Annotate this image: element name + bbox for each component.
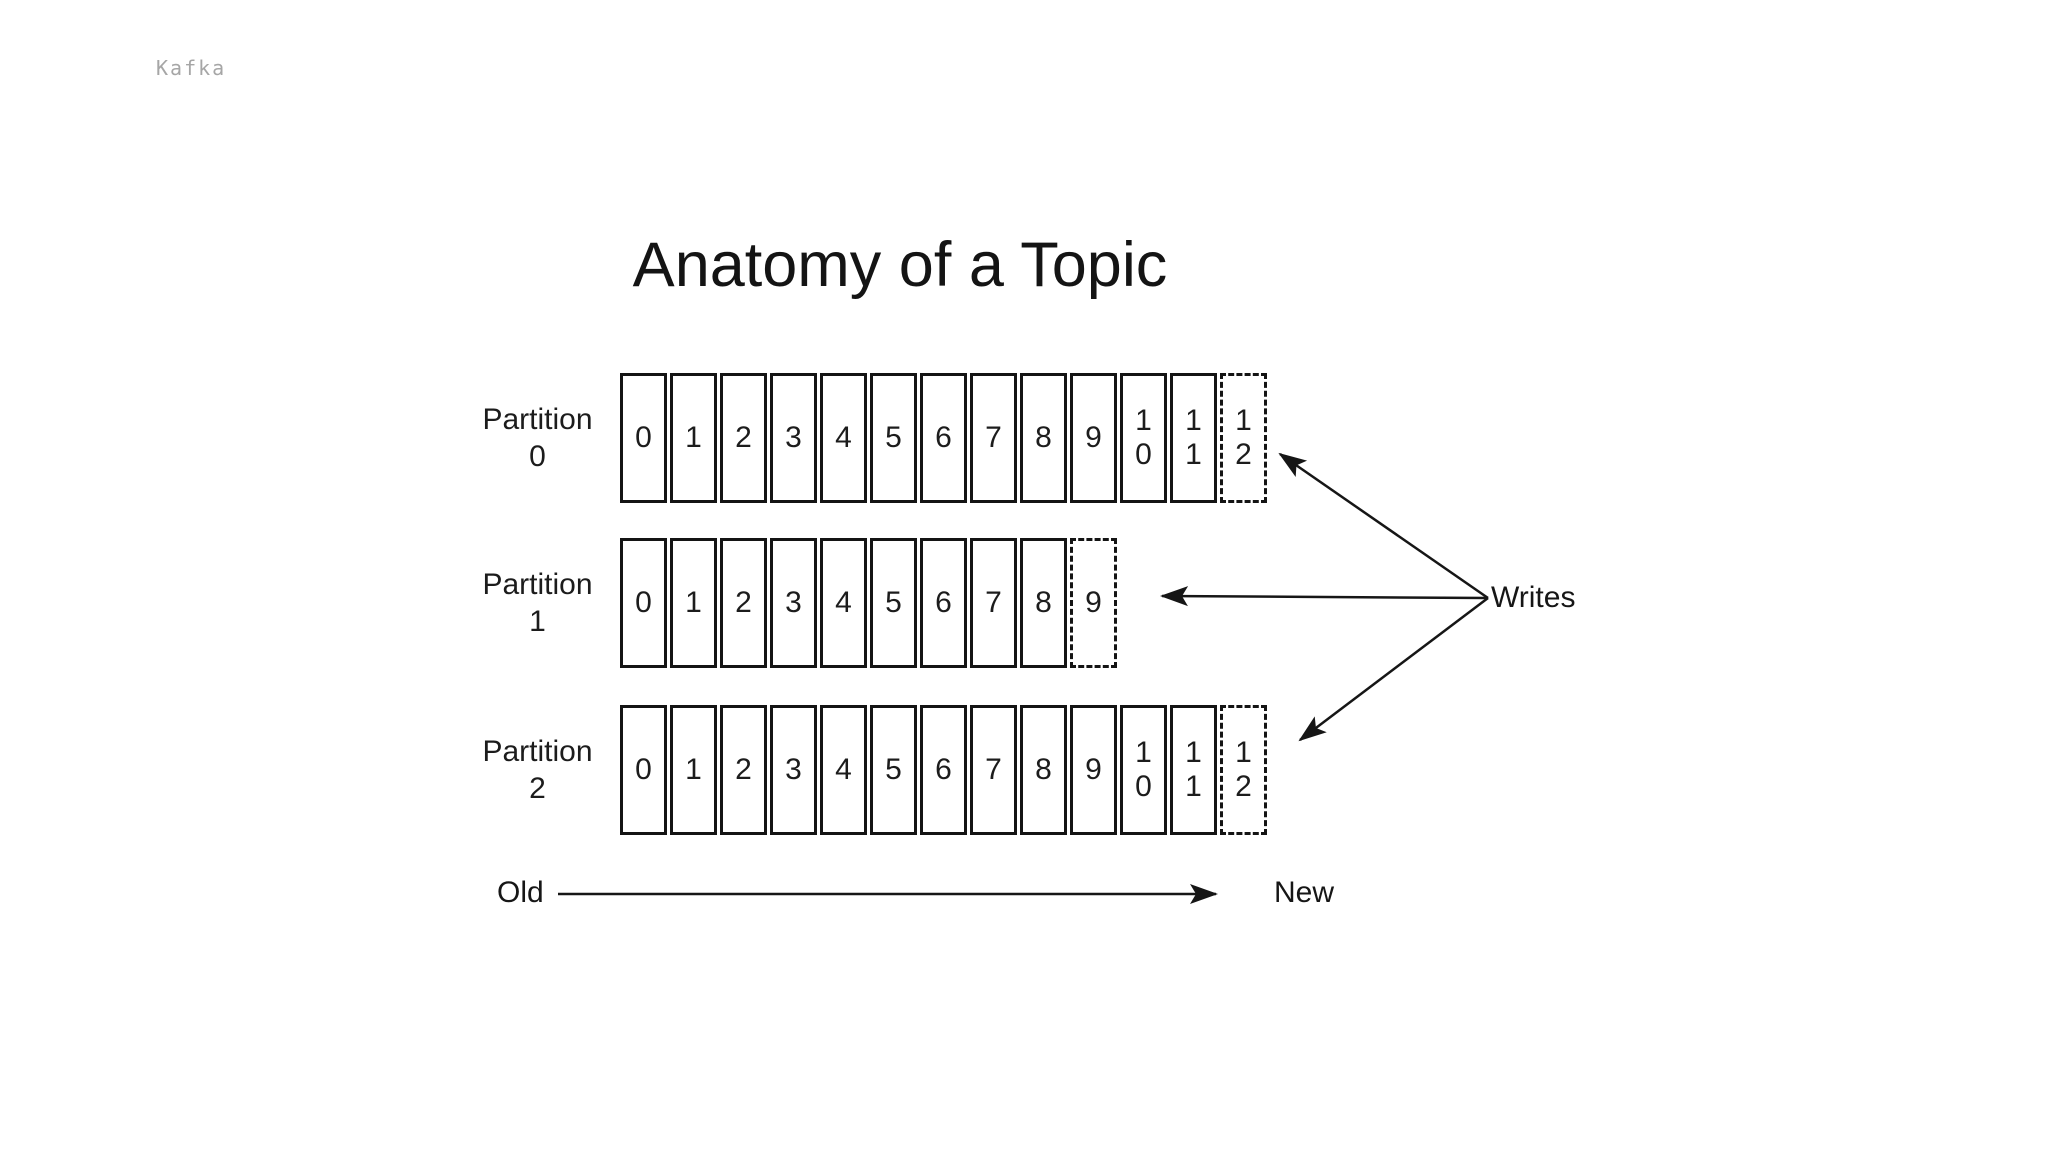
log-cell: 3 — [770, 705, 817, 835]
log-cell: 7 — [970, 373, 1017, 503]
new-label: New — [1274, 876, 1335, 909]
log-cell: 6 — [920, 705, 967, 835]
writes-arrow-to-partition-1 — [1160, 586, 1489, 607]
kafka-logo-text[interactable]: Kafka — [156, 56, 227, 80]
log-cell: 7 — [970, 538, 1017, 668]
log-cell: 8 — [1020, 705, 1067, 835]
partition-label: Partition 1 — [482, 567, 593, 639]
log-cell: 1 0 — [1120, 373, 1167, 503]
log-cell: 0 — [620, 373, 667, 503]
log-cell: 0 — [620, 538, 667, 668]
log-cell: 5 — [870, 705, 917, 835]
log-cell: 9 — [1070, 373, 1117, 503]
log-cell: 4 — [820, 705, 867, 835]
partition-label: Partition 2 — [482, 734, 593, 806]
log-cell: 1 1 — [1170, 373, 1217, 503]
log-cell: 2 — [720, 705, 767, 835]
log-cell: 5 — [870, 538, 917, 668]
log-cell: 5 — [870, 373, 917, 503]
next-write-cell: 1 2 — [1220, 373, 1267, 503]
log-cell: 1 1 — [1170, 705, 1217, 835]
log-cell: 8 — [1020, 373, 1067, 503]
log-cell: 1 — [670, 373, 717, 503]
log-cell: 6 — [920, 373, 967, 503]
log-cell: 1 — [670, 705, 717, 835]
writes-label: Writes — [1491, 581, 1576, 614]
log-cell: 2 — [720, 538, 767, 668]
log-cell: 3 — [770, 538, 817, 668]
writes-arrow-to-partition-0 — [1278, 452, 1489, 600]
log-cell: 6 — [920, 538, 967, 668]
diagram-title: Anatomy of a Topic — [632, 230, 1168, 300]
log-cell: 2 — [720, 373, 767, 503]
log-cell: 1 — [670, 538, 717, 668]
log-cell: 1 0 — [1120, 705, 1167, 835]
log-cell: 3 — [770, 373, 817, 503]
log-cell: 7 — [970, 705, 1017, 835]
writes-arrow-to-partition-2 — [1298, 597, 1489, 742]
log-cell: 4 — [820, 538, 867, 668]
partition-label: Partition 0 — [482, 402, 593, 474]
old-label: Old — [497, 876, 544, 909]
log-cell: 4 — [820, 373, 867, 503]
next-write-cell: 9 — [1070, 538, 1117, 668]
next-write-cell: 1 2 — [1220, 705, 1267, 835]
log-cell: 0 — [620, 705, 667, 835]
log-cell: 9 — [1070, 705, 1117, 835]
log-cell: 8 — [1020, 538, 1067, 668]
